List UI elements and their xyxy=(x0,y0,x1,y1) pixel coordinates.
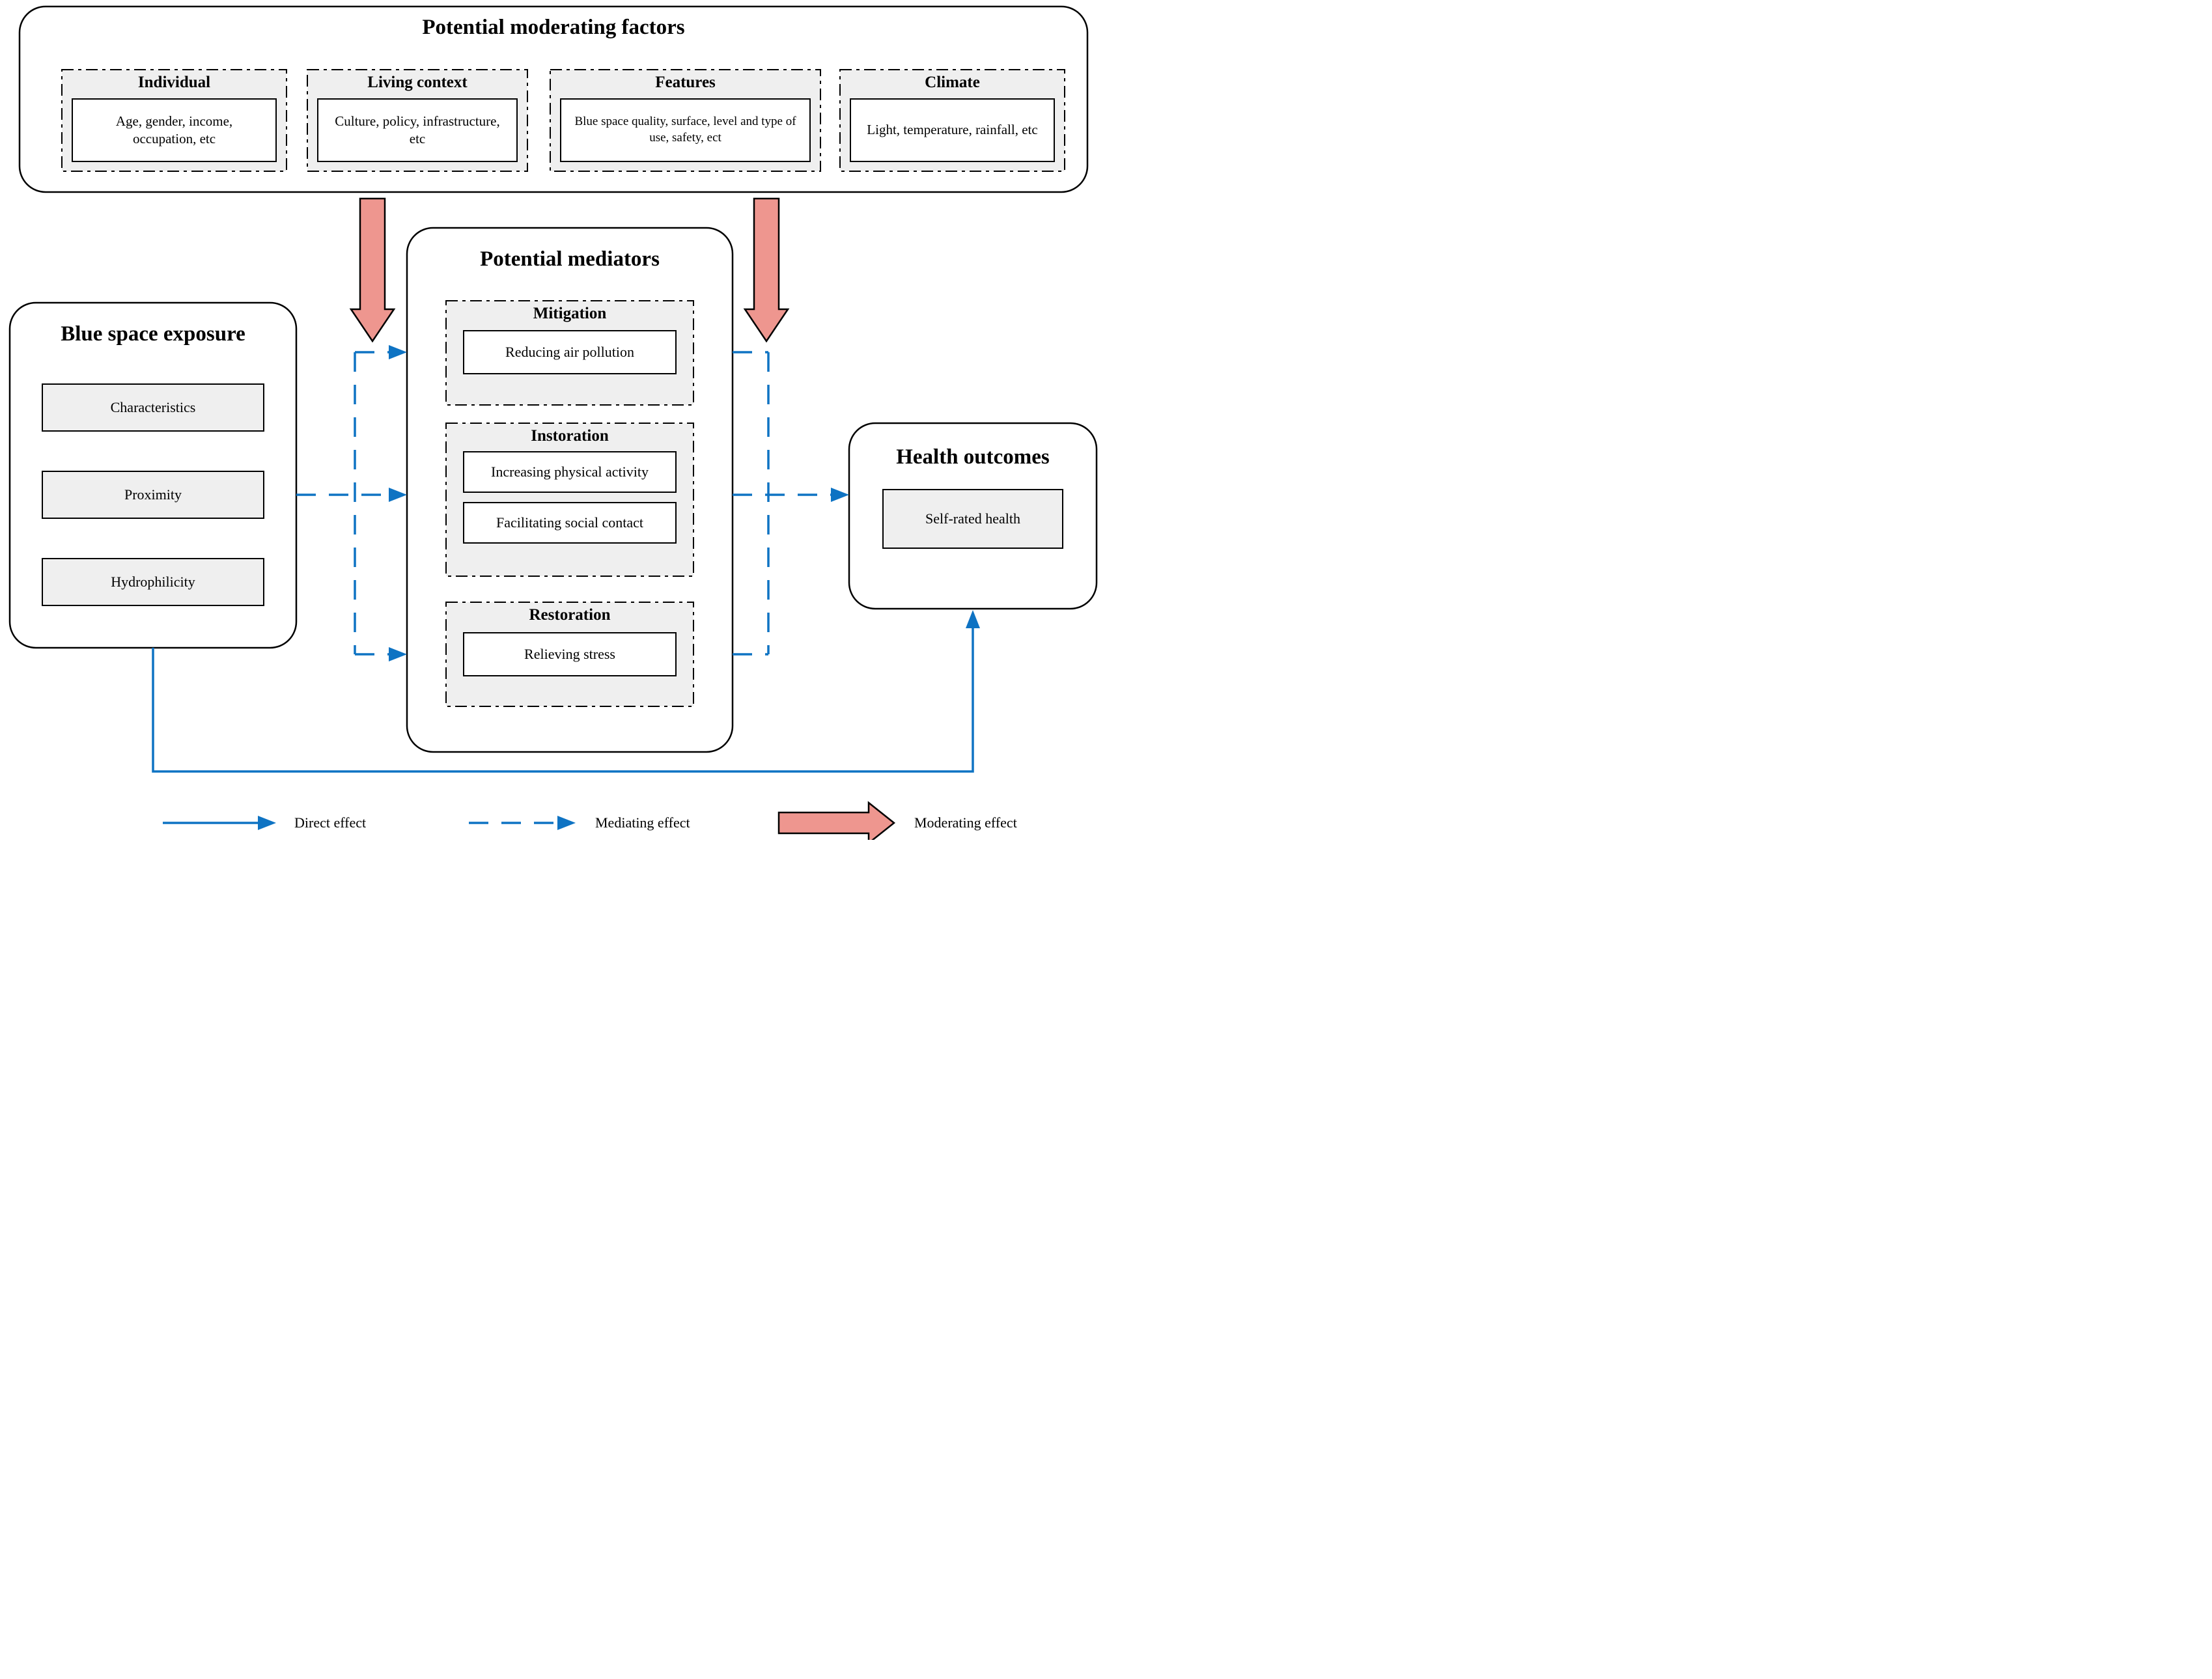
health-outcomes-title: Health outcomes xyxy=(896,445,1050,469)
arrowhead-mitigation xyxy=(389,345,407,359)
shape-layer xyxy=(8,5,1098,840)
legend-direct-label: Direct effect xyxy=(294,814,367,831)
direct-paths xyxy=(152,627,974,824)
living-context-detail: Culture, policy, infrastructure, etc xyxy=(335,113,500,146)
individual-title: Individual xyxy=(137,74,211,91)
self-rated-health-box xyxy=(882,489,1063,549)
relieving-stress-label: Relieving stress xyxy=(524,645,615,662)
moderating-factors-title: Potential moderating factors xyxy=(422,16,685,39)
arrowhead-outcomes-bottom xyxy=(966,610,980,628)
hydrophilicity-label: Hydrophilicity xyxy=(111,573,195,590)
reducing-air-pollution-box xyxy=(463,330,677,374)
individual-detail-box xyxy=(72,98,277,162)
moderating-arrow-left xyxy=(349,197,396,343)
moderating-arrow-right xyxy=(743,197,790,343)
diagram-canvas: Potential moderating factors Individual … xyxy=(0,0,1106,840)
climate-detail: Light, temperature, rainfall, etc xyxy=(867,122,1038,138)
features-detail-box xyxy=(560,98,811,162)
climate-detail-box xyxy=(850,98,1055,162)
legend-mediating-label: Mediating effect xyxy=(595,814,690,831)
arrowhead-restoration xyxy=(389,647,407,661)
legend-mediating-arrowhead xyxy=(557,816,576,830)
potential-mediators-title: Potential mediators xyxy=(480,247,660,271)
instoration-title: Instoration xyxy=(531,427,609,445)
characteristics-label: Characteristics xyxy=(110,398,196,415)
living-context-detail-box xyxy=(317,98,518,162)
facilitating-social-contact-label: Facilitating social contact xyxy=(496,514,644,531)
restoration-title: Restoration xyxy=(529,606,611,624)
reducing-air-pollution-label: Reducing air pollution xyxy=(505,343,634,360)
hydrophilicity-box xyxy=(42,558,264,606)
individual-detail: Age, gender, income, occupation, etc xyxy=(115,113,233,146)
relieving-stress-box xyxy=(463,632,677,676)
direct-effect-path xyxy=(152,627,974,773)
features-title: Features xyxy=(655,74,716,91)
increasing-physical-activity-box xyxy=(463,451,677,493)
legend-moderating-label: Moderating effect xyxy=(914,814,1017,831)
proximity-box xyxy=(42,471,264,519)
arrowheads xyxy=(258,345,980,830)
blue-space-exposure-title: Blue space exposure xyxy=(61,322,245,346)
characteristics-box xyxy=(42,383,264,432)
proximity-label: Proximity xyxy=(124,486,182,503)
climate-title: Climate xyxy=(925,74,980,91)
increasing-physical-activity-label: Increasing physical activity xyxy=(491,463,649,480)
self-rated-health-label: Self-rated health xyxy=(925,510,1020,527)
arrowhead-instoration xyxy=(389,488,407,502)
legend-direct-arrowhead xyxy=(258,816,276,830)
facilitating-social-contact-box xyxy=(463,502,677,544)
instoration-panel xyxy=(445,423,694,577)
mediating-paths xyxy=(296,351,831,824)
arrowhead-outcomes xyxy=(831,488,849,502)
mitigation-title: Mitigation xyxy=(533,305,607,322)
living-context-title: Living context xyxy=(367,74,468,91)
legend-moderating-arrow xyxy=(777,801,896,840)
features-detail: Blue space quality, surface, level and t… xyxy=(574,115,796,145)
